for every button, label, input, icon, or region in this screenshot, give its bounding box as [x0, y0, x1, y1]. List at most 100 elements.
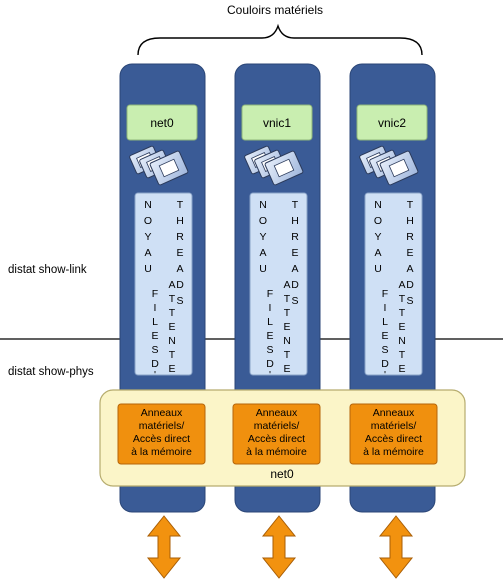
vertical-letter: F [382, 288, 388, 300]
hw-ring-line: Accès direct [248, 433, 305, 445]
vertical-letter: E [291, 247, 298, 259]
bidirectional-arrow-icon [378, 515, 414, 579]
vertical-letter: E [176, 247, 183, 259]
vertical-letter: D [381, 358, 389, 370]
vertical-letter: D [151, 358, 159, 370]
vertical-letter: U [144, 263, 152, 275]
vertical-letter: ' [384, 369, 386, 381]
hw-ring-box-1: Anneaux matériels/ Accès direct à la mém… [117, 403, 206, 465]
vertical-letter: L [267, 316, 273, 328]
vertical-letter: F [267, 288, 273, 300]
vertical-letter: R [291, 231, 299, 243]
vertical-letter: N [144, 199, 152, 211]
vertical-letter: T [169, 307, 176, 319]
vertical-letter: T [284, 349, 291, 361]
vertical-letter: T [177, 199, 184, 211]
vertical-letter: S [381, 344, 388, 356]
nic-label: vnic2 [378, 116, 406, 130]
vertical-letter: ' [269, 369, 271, 381]
vertical-letter: E [381, 330, 388, 342]
vertical-letter: U [259, 263, 267, 275]
vertical-letter: Y [259, 231, 266, 243]
vertical-letter: E [266, 330, 273, 342]
vertical-letter: T [399, 293, 406, 305]
hw-ring-line: Anneaux [256, 407, 298, 419]
vertical-letter: A [259, 247, 266, 259]
vertical-letter: N [283, 335, 291, 347]
vertical-letter: S [176, 295, 183, 307]
bidirectional-arrow-icon [146, 515, 182, 579]
vertical-letter: T [399, 307, 406, 319]
hw-ring-line: matériels/ [371, 420, 417, 432]
vertical-text-lane-3: N O Y A U T H R E A D S F I L E S D ' A … [374, 199, 414, 381]
vertical-letter: S [151, 344, 158, 356]
kernel-queue-box [364, 192, 423, 376]
chip-stack-icon [129, 145, 189, 186]
hw-ring-line: matériels/ [139, 420, 185, 432]
vertical-letter: L [152, 316, 158, 328]
vertical-letter: H [176, 215, 184, 227]
physical-nic-label: net0 [270, 467, 294, 481]
title: Couloirs matériels [227, 3, 323, 17]
vertical-letter: F [152, 288, 158, 300]
vertical-text-lane-1: N O Y A U T H R E A D S F I L E S D ' A … [144, 199, 184, 381]
vertical-letter: A [168, 279, 175, 291]
vertical-letter: E [406, 247, 413, 259]
vertical-letter: A [283, 279, 290, 291]
vertical-letter: N [374, 199, 382, 211]
bracket [137, 23, 423, 56]
vertical-letter: R [176, 231, 184, 243]
vertical-letter: L [382, 316, 388, 328]
vertical-letter: A [398, 279, 405, 291]
vertical-text-lane-2: N O Y A U T H R E A D S F I L E S D ' A … [259, 199, 299, 381]
vertical-letter: E [283, 321, 290, 333]
nic-box [126, 104, 198, 141]
hw-ring-line: Accès direct [365, 433, 422, 445]
vertical-letter: A [144, 247, 151, 259]
vertical-letter: S [406, 295, 413, 307]
hw-ring-line: à la mémoire [131, 446, 192, 458]
vertical-letter: H [291, 215, 299, 227]
nic-label: net0 [150, 116, 174, 130]
bidirectional-arrow-icon [261, 515, 297, 579]
vertical-letter: I [154, 302, 157, 314]
vertical-letter: ' [154, 369, 156, 381]
hw-ring-line: Accès direct [133, 433, 190, 445]
vertical-letter: T [407, 199, 414, 211]
vertical-letter: R [406, 231, 414, 243]
vertical-letter: T [169, 349, 176, 361]
show-link-label: distat show-link [8, 264, 87, 276]
chip-stack-icon [244, 145, 304, 186]
vertical-letter: O [259, 215, 267, 227]
vertical-letter: Y [144, 231, 151, 243]
vertical-letter: A [291, 263, 298, 275]
hw-ring-line: à la mémoire [246, 446, 307, 458]
vertical-letter: D [266, 358, 274, 370]
vertical-letter: N [398, 335, 406, 347]
vertical-letter: D [176, 279, 184, 291]
vertical-letter: U [374, 263, 382, 275]
vertical-letter: Y [374, 231, 381, 243]
vertical-letter: N [259, 199, 267, 211]
hw-ring-line: Anneaux [141, 407, 183, 419]
vertical-letter: A [374, 247, 381, 259]
hw-ring-box-3: Anneaux matériels/ Accès direct à la mém… [349, 403, 438, 465]
vertical-letter: D [406, 279, 414, 291]
vertical-letter: H [406, 215, 414, 227]
vertical-letter: T [284, 307, 291, 319]
vertical-letter: S [266, 344, 273, 356]
hw-ring-line: matériels/ [254, 420, 300, 432]
vertical-letter: T [284, 293, 291, 305]
hw-ring-box-2: Anneaux matériels/ Accès direct à la mém… [232, 403, 321, 465]
vertical-letter: E [398, 321, 405, 333]
kernel-queue-box [134, 192, 193, 376]
vertical-letter: O [374, 215, 382, 227]
vertical-letter: A [176, 263, 183, 275]
hw-ring-line: Anneaux [373, 407, 415, 419]
nic-box [356, 104, 428, 141]
vertical-letter: T [169, 293, 176, 305]
chip-stack-icon [359, 145, 419, 186]
vertical-letter: S [291, 295, 298, 307]
vertical-letter: E [168, 321, 175, 333]
